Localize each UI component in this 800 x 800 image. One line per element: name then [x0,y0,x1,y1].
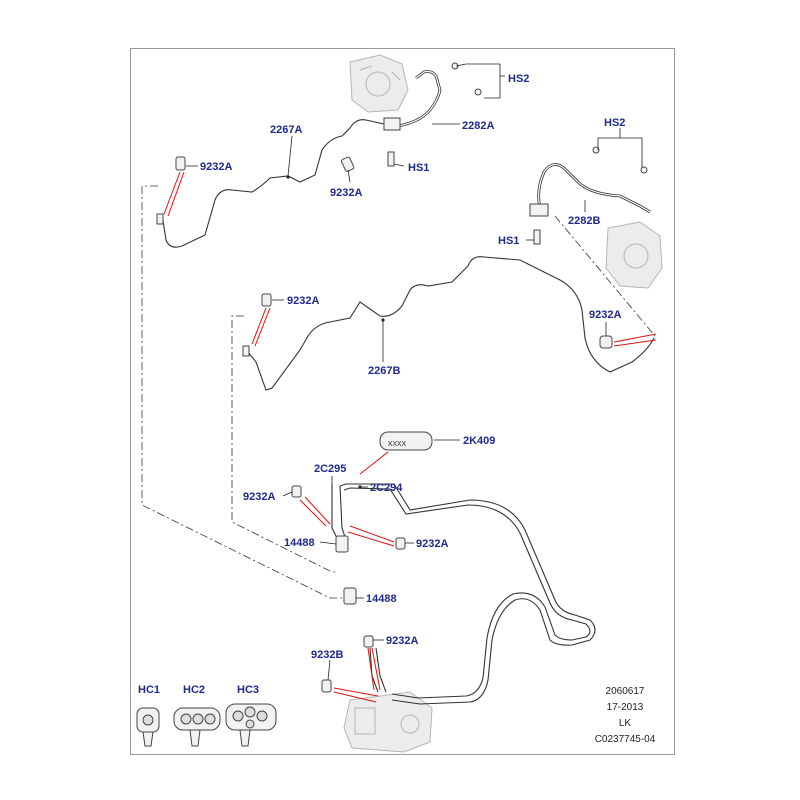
union-14488-lower [343,587,357,605]
grommet-2k409: xxxx [379,431,433,451]
label-9232a-4: 9232A [589,309,621,321]
label-hc1: HC1 [138,684,160,696]
label-2c294: 2C294 [370,482,403,494]
hose-bracket-right [529,203,549,217]
label-9232a-1: 9232A [200,161,232,173]
label-9232a-7: 9232A [386,635,418,647]
label-hs1-right: HS1 [498,235,519,247]
clip-9232a-top-center [340,156,355,172]
label-hc3: HC3 [237,684,259,696]
clip-9232a-bottom [363,635,374,648]
stamp-line-3: LK [619,718,632,729]
label-hs2-right: HS2 [604,117,625,129]
label-hs2-top: HS2 [508,73,529,85]
label-2k409: 2K409 [463,435,495,447]
svg-text:xxxx: xxxx [388,438,407,448]
brake-pipe-2c294-a [339,483,596,705]
clip-9232b [321,679,332,693]
abs-inlet-pipes [369,647,387,693]
label-hs1-top: HS1 [408,162,429,174]
label-2267b: 2267B [368,365,400,377]
connector-line-right [554,215,656,337]
bolt-hs1-top [387,151,395,167]
stamp-line-2: 17-2013 [607,702,644,713]
hose-bracket-left [383,117,401,131]
leader-lines [186,63,643,681]
label-hc2: HC2 [183,684,205,696]
clip-9232a-mid-right [599,335,613,349]
clip-9232a-top-left [175,156,186,171]
red-leaders [163,171,657,703]
label-14488-2: 14488 [366,593,397,605]
brake-pipe-2267b [247,256,655,391]
label-9232a-3: 9232A [287,295,319,307]
connector-line-middle [231,315,338,573]
label-2282a: 2282A [462,120,494,132]
connector-line-left [141,185,344,599]
hc2-clip [173,707,221,747]
bolt-hs1-right [533,229,541,245]
caliper-front-left-ghost [349,54,409,113]
clip-9232a-lower-right [395,537,406,550]
label-9232b: 9232B [311,649,343,661]
caliper-front-right-ghost [605,221,663,289]
diagram-frame [130,48,675,755]
label-2c295: 2C295 [314,463,346,475]
clip-9232a-lower-left [291,485,302,498]
union-14488-upper [335,535,349,553]
abs-module-ghost [343,691,433,753]
drawing-reference-stamp: 2060617 17-2013 LK C0237745-04 [595,686,656,745]
bolt-hs2-c [592,146,600,154]
leader-dot [286,175,290,179]
brake-pipe-2c295-b [339,485,347,541]
label-9232a-2: 9232A [330,187,362,199]
label-2282b: 2282B [568,215,600,227]
clip-9232a-mid-left [261,293,272,307]
stamp-line-1: 2060617 [606,686,645,697]
pipe-end-fitting-b [242,345,250,357]
brake-pipe-2c294-b [343,487,591,699]
brake-pipe-2267a [161,119,385,248]
hc1-clip [136,707,160,747]
brake-pipe-2c295 [331,484,339,541]
brake-hose-2282b [537,163,651,214]
pipe-end-fitting [156,213,164,225]
label-9232a-6: 9232A [416,538,448,550]
label-9232a-5: 9232A [243,491,275,503]
stamp-line-4: C0237745-04 [595,734,656,745]
hc3-clip [225,703,277,747]
bolt-hs2-d [640,166,648,174]
label-2267a: 2267A [270,124,302,136]
bolt-hs2-b [474,88,482,96]
label-14488-1: 14488 [284,537,315,549]
